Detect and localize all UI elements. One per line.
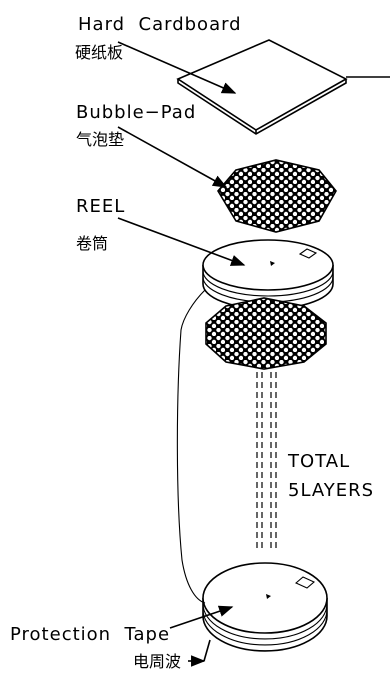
hard-cardboard-sheet <box>176 39 348 135</box>
bubble-pad-lower <box>205 297 327 370</box>
label-hard-cardboard: Hard Cardboard <box>78 14 242 35</box>
label-layers: 5LAYERS <box>288 480 374 501</box>
leader-protection-tape <box>169 605 234 629</box>
leader-bubble-pad <box>117 126 228 188</box>
leader-reel <box>117 217 246 266</box>
protection-tape-loop <box>176 289 206 604</box>
bubble-pad-upper <box>217 159 337 233</box>
label-hard-cardboard-cn: 硬纸板 <box>75 43 123 62</box>
label-protection-tape: Protection Tape <box>10 624 170 645</box>
stack-dashed-lines <box>256 372 277 548</box>
leader-tape-up <box>203 639 211 662</box>
label-bubble-pad: Bubble−Pad <box>76 102 196 123</box>
leader-hard-cardboard <box>117 41 237 94</box>
reel-lower <box>202 562 328 652</box>
label-reel: REEL <box>76 196 125 217</box>
label-total: TOTAL <box>287 451 350 472</box>
label-bubble-pad-cn: 气泡垫 <box>76 130 124 149</box>
label-reel-cn: 卷筒 <box>76 234 108 253</box>
label-protection-tape-cn: 电周波 <box>133 652 181 671</box>
